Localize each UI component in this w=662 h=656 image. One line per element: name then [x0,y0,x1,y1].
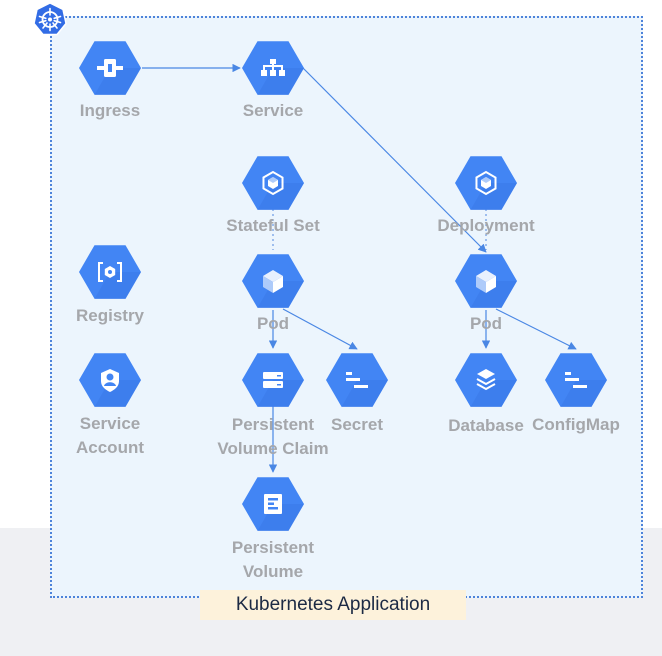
node-secret[interactable]: Secret [326,353,388,434]
node-hexagon-shade [560,380,607,407]
node-label: Registry [76,306,145,325]
node-label: Pod [470,314,502,333]
node-hexagon-shade [257,380,304,407]
service-account-icon-glyph [101,369,119,392]
node-label: Stateful Set [226,216,320,235]
node-stateful-set[interactable]: Stateful Set [226,156,320,235]
node-label: Volume [243,562,303,581]
edge-service-to-pod-right [302,67,487,253]
node-hexagon-shade [94,272,141,299]
node-configmap[interactable]: ConfigMap [532,353,620,434]
node-label: Service [243,101,304,120]
configmap-icon-glyph [565,372,587,388]
node-label: Persistent [232,415,315,434]
pod-icon-glyph [263,270,283,293]
node-label: Ingress [80,101,140,120]
node-hexagon-shade [257,68,304,95]
node-label: Persistent [232,538,315,557]
deployment-icon-glyph [475,170,497,196]
node-hexagon-shade [257,183,304,210]
node-label: Pod [257,314,289,333]
node-pod-right[interactable]: Pod [455,254,517,333]
node-service[interactable]: Service [242,41,304,120]
edge-pod-left-to-secret [282,308,358,350]
service-icon-glyph [261,59,285,76]
node-label: Deployment [437,216,535,235]
node-pod-left[interactable]: Pod [242,254,304,333]
node-ingress[interactable]: Ingress [79,41,141,120]
database-icon-glyph [476,369,496,391]
node-hexagon-shade [470,183,517,210]
node-label: ConfigMap [532,415,620,434]
node-hexagon-shade [94,380,141,407]
node-registry[interactable]: Registry [76,245,145,325]
node-hexagon-shade [341,380,388,407]
persistent-volume-icon-glyph [264,494,282,514]
persistent-volume-claim-icon-glyph [263,372,283,388]
secret-icon-glyph [346,372,368,388]
kubernetes-application-container [50,16,643,598]
registry-icon-glyph [98,262,122,282]
node-label: Account [76,438,144,457]
node-deployment[interactable]: Deployment [437,156,535,235]
application-title: Kubernetes Application [200,590,466,620]
node-hexagon-shade [470,380,517,407]
node-label: Database [448,416,524,435]
stateful-set-icon-glyph [262,170,284,196]
node-label: Volume Claim [217,439,328,458]
edge-pod-right-to-configmap [495,308,577,350]
kubernetes-logo-icon [33,2,67,36]
node-hexagon-shade [257,504,304,531]
node-label: Service [80,414,141,433]
pod-icon-glyph [476,270,496,293]
node-hexagon-shade [470,281,517,308]
node-hexagon-shade [257,281,304,308]
node-database[interactable]: Database [448,353,524,435]
ingress-icon-glyph [97,59,123,77]
edges-layer [142,63,577,473]
node-label: Secret [331,415,383,434]
